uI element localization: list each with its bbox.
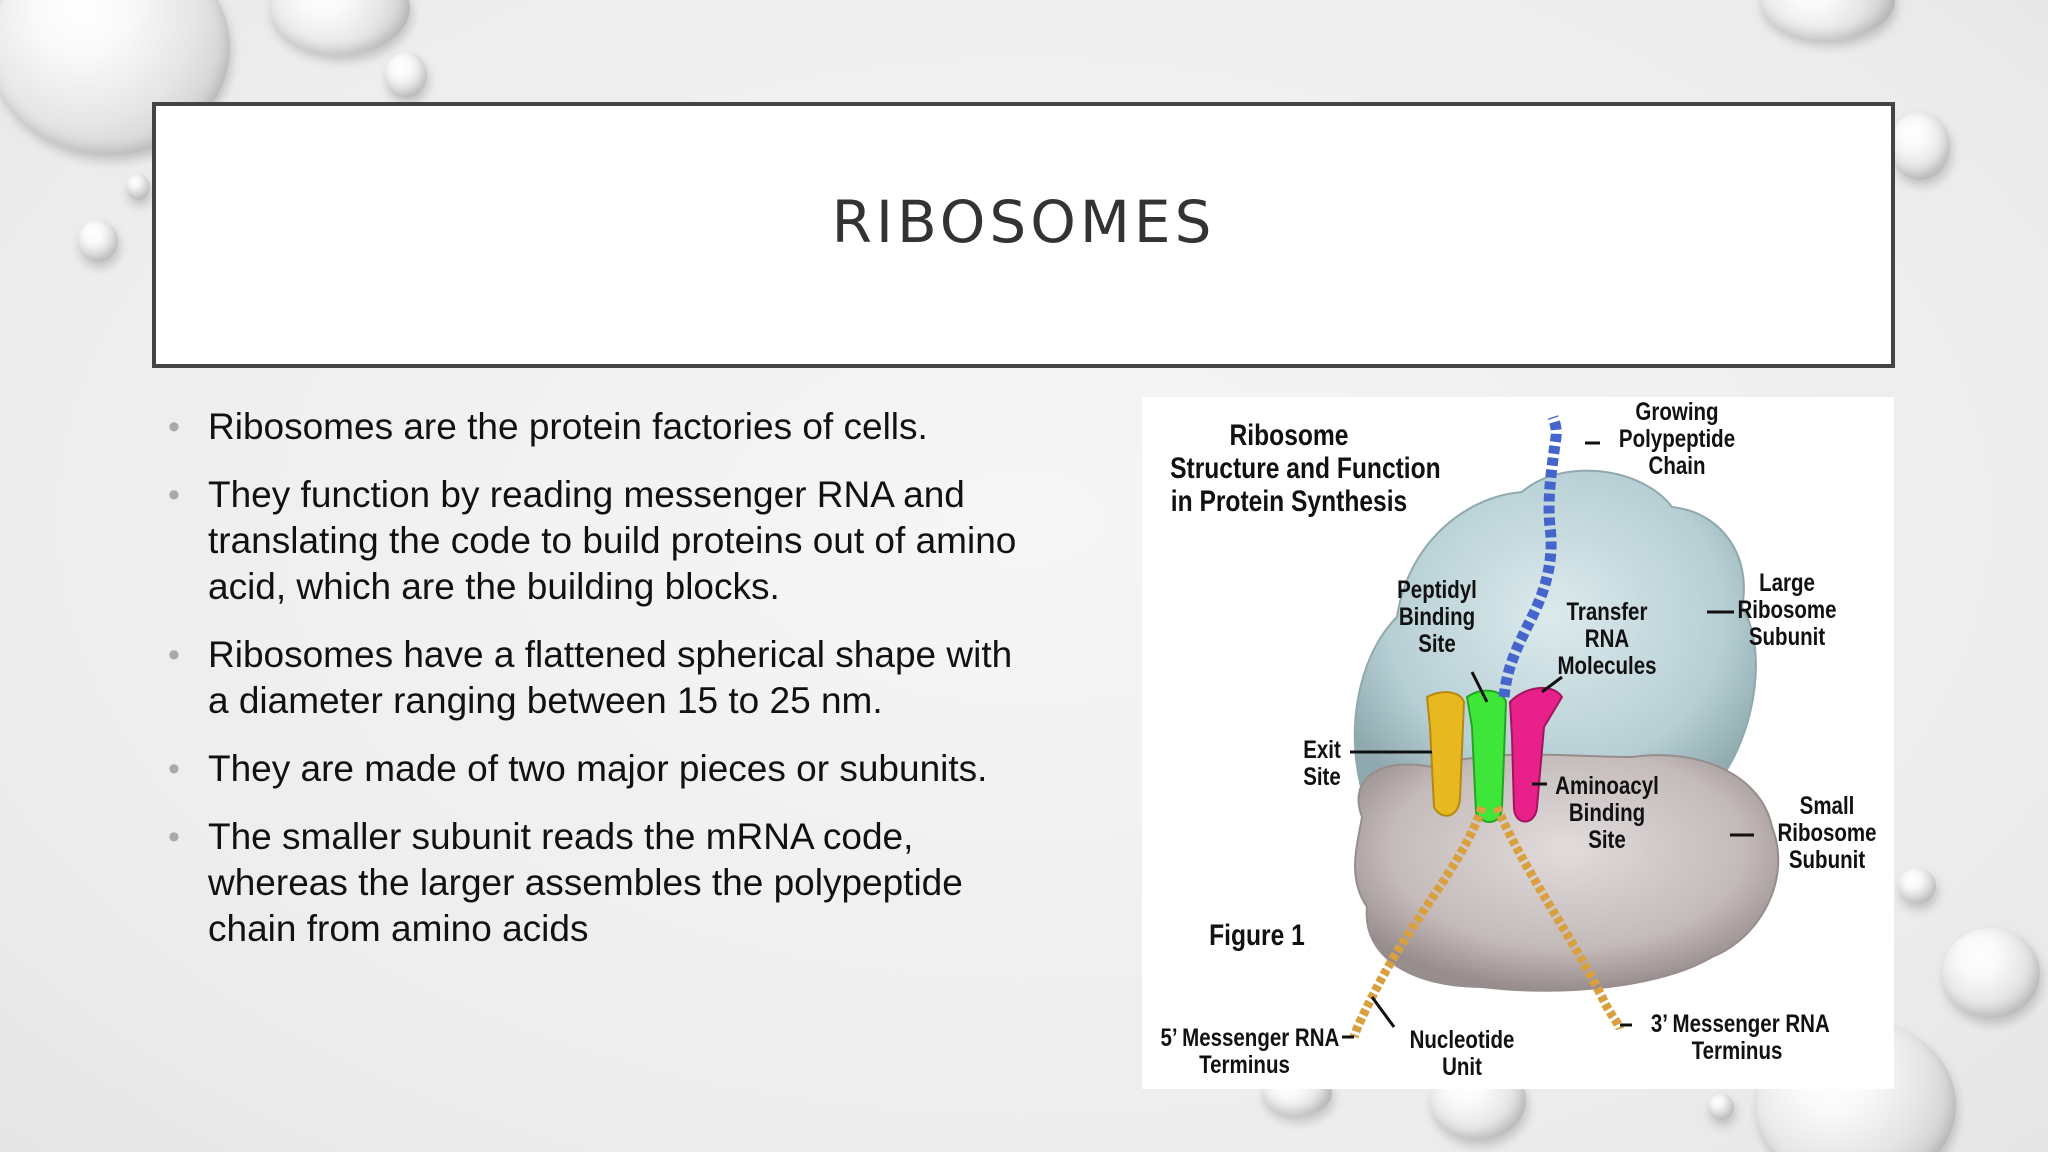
figure-title-line: Ribosome [1229, 419, 1349, 452]
label-line: RNA [1584, 625, 1630, 653]
label-line: Binding [1568, 799, 1646, 827]
label-large-ribosome-subunit: Large Ribosome Subunit [1734, 570, 1841, 651]
label-aminoacyl-binding-site: Aminoacyl Binding Site [1554, 773, 1661, 854]
slide-title: RIBOSOMES [831, 188, 1216, 256]
aminoacyl-trna-shape [1508, 686, 1564, 823]
label-nucleotide-unit: Nucleotide Unit [1409, 1027, 1516, 1081]
bullet-item: They function by reading messenger RNA a… [160, 472, 1020, 610]
label-3prime-mrna-terminus: 3’ Messenger RNA Terminus [1650, 1010, 1830, 1065]
label-line: Small [1799, 792, 1855, 820]
bullet-item: The smaller subunit reads the mRNA code,… [160, 814, 1020, 952]
label-small-ribosome-subunit: Small Ribosome Subunit [1774, 793, 1881, 874]
label-line: Subunit [1788, 846, 1866, 874]
bullet-item: They are made of two major pieces or sub… [160, 746, 1020, 792]
mrna-strand-3prime [1492, 805, 1625, 1031]
water-drop [1760, 0, 1895, 40]
label-line: Unit [1442, 1053, 1482, 1081]
label-line: Subunit [1748, 623, 1826, 651]
exit-trna-shape [1425, 691, 1466, 817]
label-line: Site [1588, 826, 1626, 854]
ribosome-figure: Ribosome Structure and Function in Prote… [1142, 397, 1894, 1089]
mrna-strand-5prime [1349, 805, 1487, 1039]
label-transfer-rna-molecules: Transfer RNA Molecules [1554, 599, 1661, 680]
figure-title-line: Structure and Function [1170, 452, 1441, 485]
label-line: Ribosome [1737, 596, 1837, 624]
water-drop [385, 52, 427, 98]
label-line: Site [1303, 763, 1341, 791]
label-growing-polypeptide-chain: Growing Polypeptide Chain [1607, 399, 1746, 480]
label-line: Nucleotide [1409, 1026, 1515, 1054]
title-box: RIBOSOMES [152, 102, 1895, 368]
bullet-item: Ribosomes have a flattened spherical sha… [160, 632, 1020, 724]
label-line: Molecules [1557, 652, 1657, 680]
water-drop [1890, 112, 1950, 180]
label-line: 3’ Messenger RNA [1650, 1010, 1830, 1038]
label-line: Exit [1303, 736, 1341, 764]
label-line: Growing [1635, 398, 1719, 426]
label-5prime-mrna-terminus: 5’ Messenger RNA Terminus [1160, 1024, 1340, 1079]
label-line: Large [1759, 569, 1815, 597]
label-line: Chain [1648, 452, 1706, 480]
label-line: Terminus [1199, 1051, 1290, 1079]
label-line: Peptidyl [1397, 576, 1477, 604]
water-drop [1942, 928, 2040, 1018]
figure-title-line: in Protein Synthesis [1170, 485, 1408, 518]
label-line: Terminus [1691, 1037, 1783, 1065]
label-line: Site [1418, 630, 1456, 658]
label-peptidyl-binding-site: Peptidyl Binding Site [1392, 577, 1482, 658]
water-drop [270, 0, 410, 55]
figure-caption: Figure 1 [1209, 919, 1305, 952]
leader-lines [1342, 441, 1754, 1039]
label-line: Polypeptide [1618, 425, 1736, 453]
water-drop [78, 220, 118, 262]
water-drop [126, 174, 150, 200]
label-line: Transfer [1566, 598, 1648, 626]
water-drop [1898, 868, 1936, 904]
figure-title: Ribosome Structure and Function in Prote… [1170, 419, 1441, 518]
water-drop [1708, 1094, 1734, 1120]
label-line: Aminoacyl [1555, 772, 1659, 800]
label-line: Ribosome [1777, 819, 1877, 847]
small-subunit-shape [1354, 753, 1780, 992]
label-line: Binding [1398, 603, 1476, 631]
bullet-item: Ribosomes are the protein factories of c… [160, 404, 1020, 450]
label-line: 5’ Messenger RNA [1160, 1024, 1340, 1052]
bullet-list: Ribosomes are the protein factories of c… [160, 404, 1020, 974]
ribosome-diagram [1342, 415, 1780, 1039]
label-exit-site: Exit Site [1297, 737, 1346, 791]
polypeptide-chain [1498, 415, 1562, 698]
